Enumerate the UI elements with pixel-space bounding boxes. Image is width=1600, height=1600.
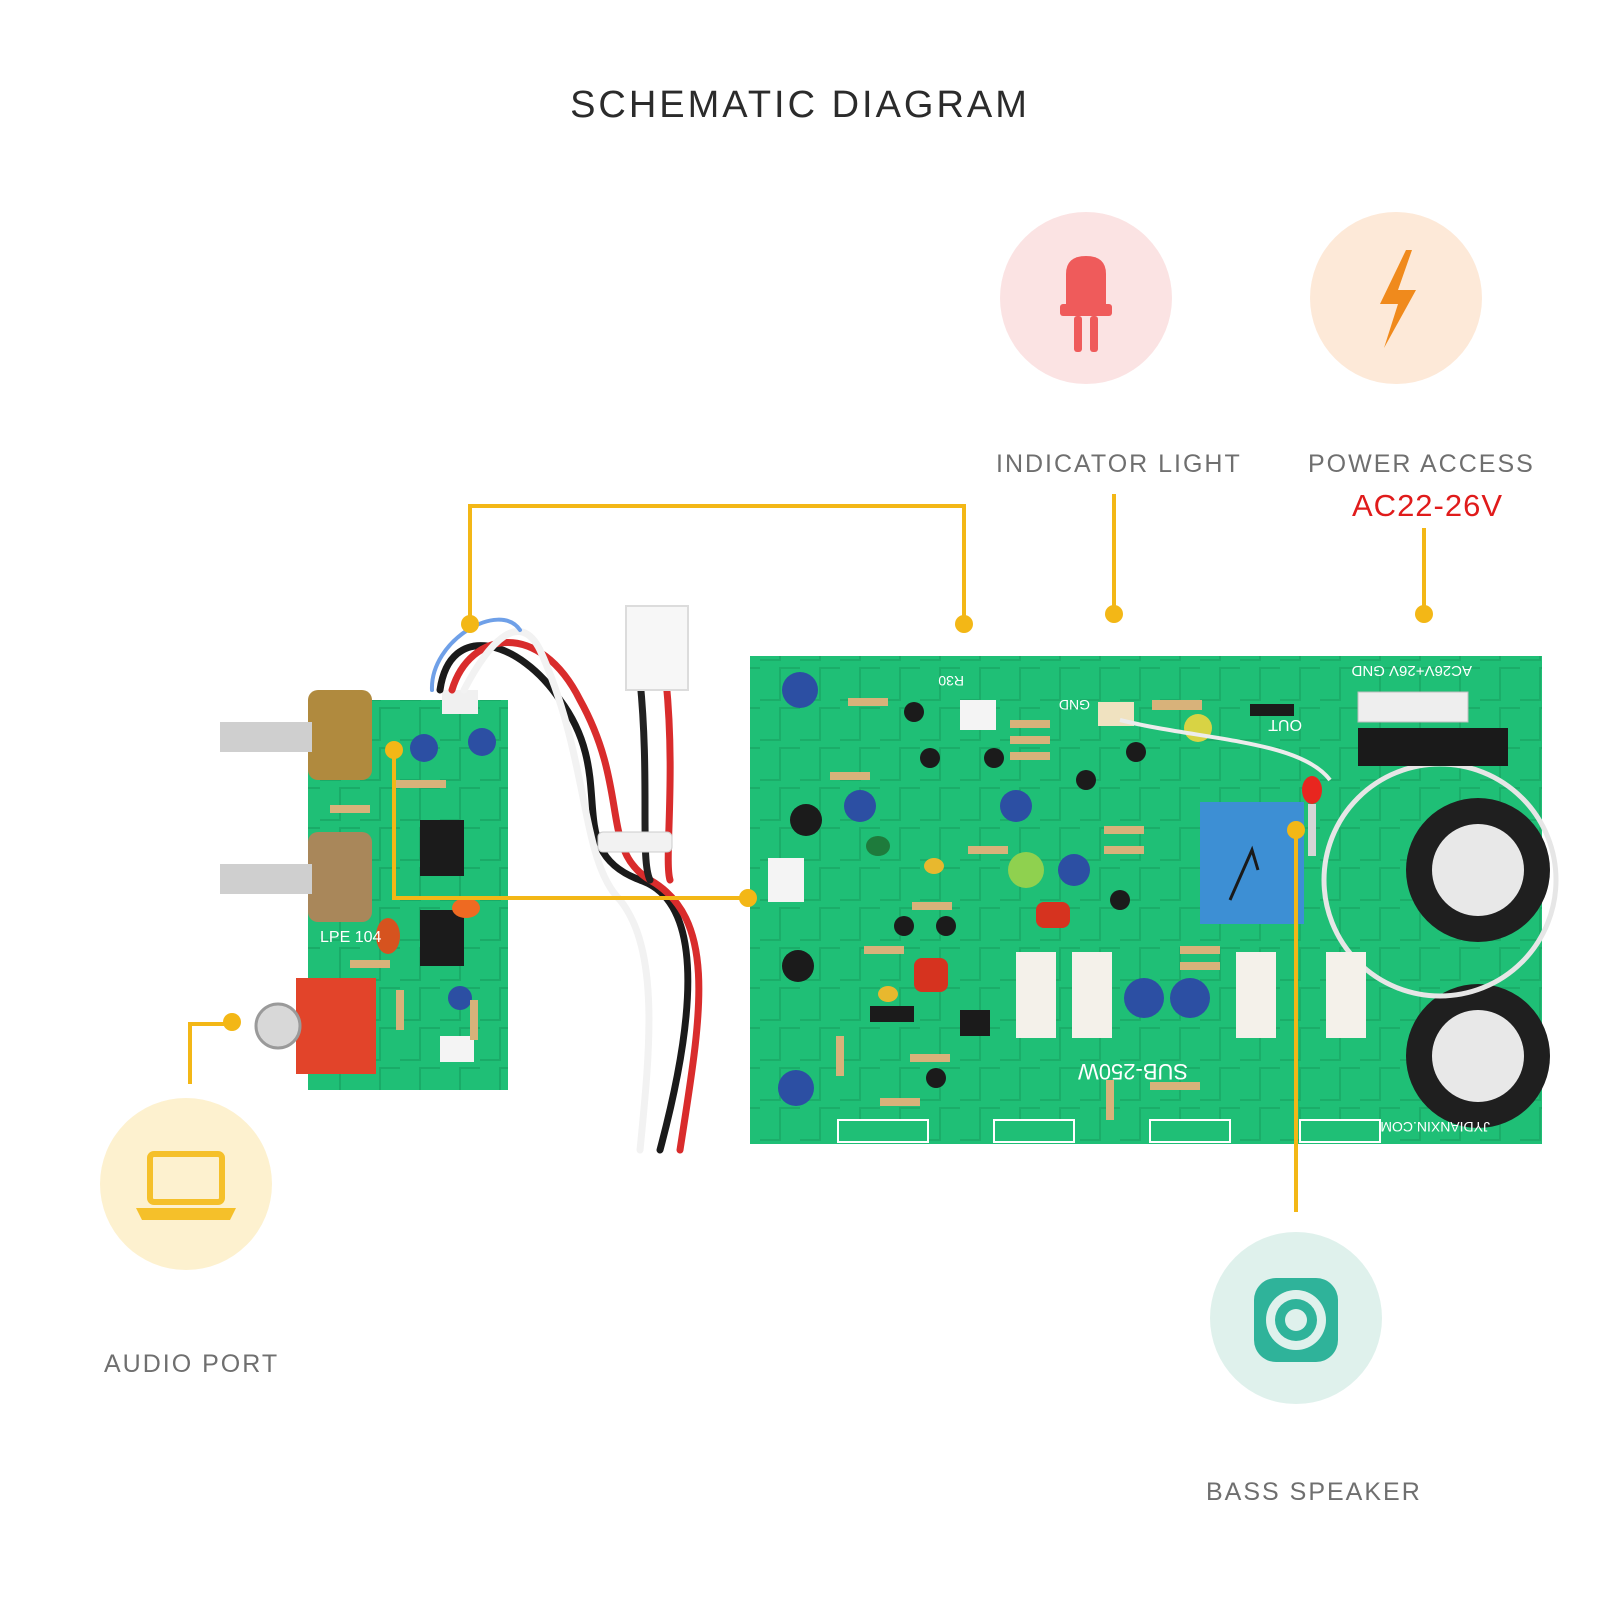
board-website-label: JYDIANXIN.COM (1380, 1119, 1490, 1135)
board-model-label: SUB-250W (1078, 1059, 1188, 1084)
preamp-board: LPE 104 (220, 690, 508, 1090)
bass-speaker-label: BASS SPEAKER (1206, 1478, 1422, 1506)
power-resistor-1 (1016, 952, 1056, 1038)
bass-speaker-circle (1210, 1232, 1382, 1404)
audio-port-circle (100, 1098, 272, 1270)
ref-r30: R30 (938, 673, 964, 689)
indicator-light-label: INDICATOR LIGHT (996, 450, 1242, 478)
ref-gnd: GND (1059, 697, 1090, 713)
leader-dots (223, 605, 1433, 1031)
laptop-icon (136, 1151, 236, 1220)
page-title: SCHEMATIC DIAGRAM (560, 84, 1040, 127)
input-connector (768, 858, 804, 902)
potentiometer-2 (308, 832, 372, 922)
power-resistor-4 (1326, 952, 1366, 1038)
led-icon (1060, 256, 1112, 352)
power-access-label: POWER ACCESS (1308, 450, 1535, 478)
left-board-label: LPE 104 (320, 929, 381, 946)
power-access-circle (1310, 212, 1482, 384)
power-terminal-label: AC26V+26V GND (1351, 662, 1472, 679)
wire-harness (429, 605, 703, 1154)
indicator-light-circle (1000, 212, 1172, 384)
power-spec: AC22-26V (1352, 488, 1504, 523)
power-resistor-3 (1236, 952, 1276, 1038)
indicator-led (1302, 776, 1322, 804)
leader-lines (188, 494, 1426, 1212)
lightning-bolt-icon (1380, 250, 1416, 348)
power-resistor-2 (1072, 952, 1112, 1038)
ref-out: OUT (1268, 716, 1302, 733)
amplifier-board: AC26V+26V GND (750, 656, 1559, 1144)
relay (1200, 802, 1304, 924)
page-title-text: SCHEMATIC DIAGRAM (570, 84, 1030, 126)
speaker-icon (1254, 1278, 1338, 1362)
audio-port-label: AUDIO PORT (104, 1350, 280, 1378)
potentiometer-1 (308, 690, 372, 780)
rca-audio-jack (296, 978, 376, 1074)
